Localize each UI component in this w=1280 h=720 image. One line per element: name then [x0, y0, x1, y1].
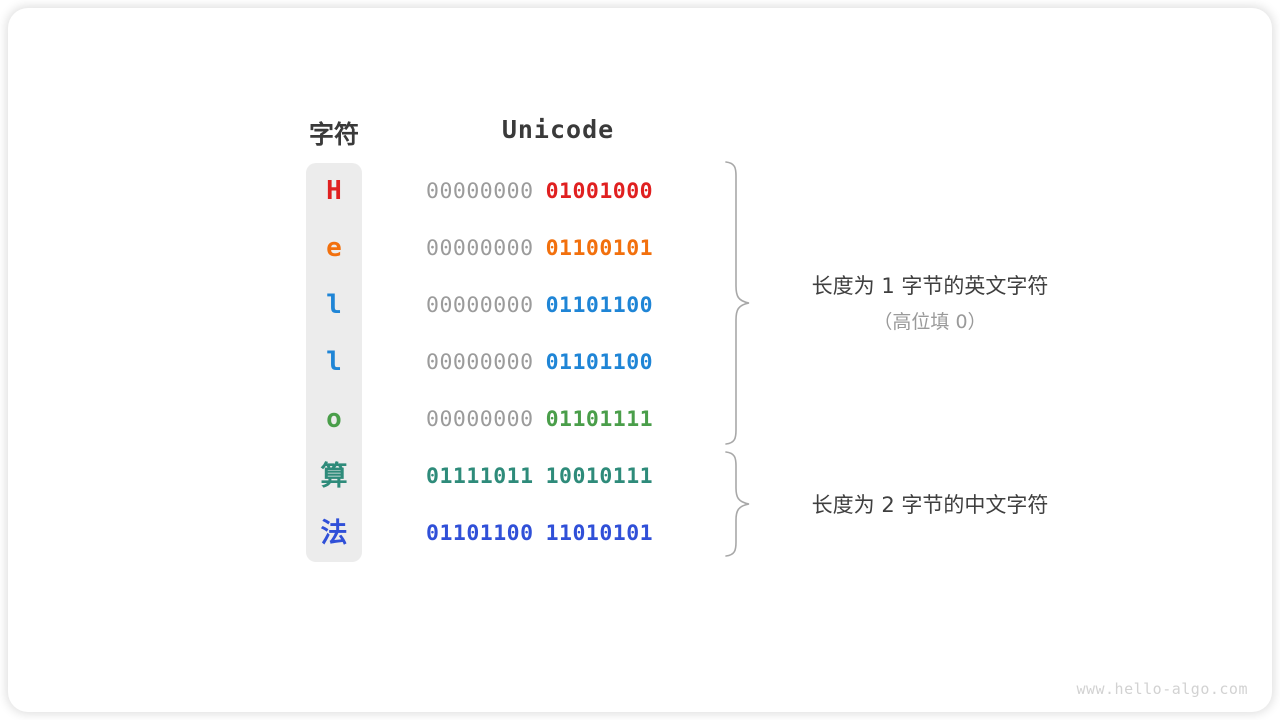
annotation-ascii-sub: （高位填 0） [873, 311, 987, 333]
high-byte-3: 00000000 [426, 350, 534, 375]
high-byte-0: 00000000 [426, 179, 534, 204]
character-cell-1: e [326, 233, 342, 263]
high-byte-2: 00000000 [426, 293, 534, 318]
column-header-character: 字符 [308, 121, 359, 149]
brace-ascii [725, 161, 750, 445]
character-cell-2: l [326, 290, 342, 320]
low-byte-5: 10010111 [545, 464, 654, 489]
high-byte-6: 01101100 [426, 521, 534, 546]
high-byte-4: 00000000 [426, 407, 534, 432]
binary-row-2: 00000000 01101100 [426, 277, 690, 334]
binary-row-4: 00000000 01101111 [426, 391, 690, 448]
character-cell-0: H [326, 176, 342, 206]
low-byte-6: 11010101 [545, 521, 654, 546]
low-byte-3: 01101100 [545, 350, 654, 375]
low-byte-0: 01001000 [545, 179, 654, 204]
high-byte-5: 01111011 [426, 464, 534, 489]
low-byte-1: 01100101 [545, 236, 654, 261]
character-cell-3: l [326, 347, 342, 377]
brace-cjk [725, 451, 750, 557]
character-column-panel [306, 163, 362, 562]
column-header-unicode: Unicode [501, 115, 615, 144]
low-byte-2: 01101100 [545, 293, 654, 318]
watermark: www.hello-algo.com [1076, 680, 1248, 698]
binary-row-0: 00000000 01001000 [426, 163, 690, 220]
low-byte-4: 01101111 [545, 407, 654, 432]
binary-row-3: 00000000 01101100 [426, 334, 690, 391]
character-cell-4: o [326, 404, 342, 434]
character-cell-6: 法 [320, 518, 348, 549]
binary-row-6: 01101100 11010101 [426, 505, 690, 562]
binary-row-1: 00000000 01100101 [426, 220, 690, 277]
binary-row-5: 01111011 10010111 [426, 448, 690, 505]
diagram-card [8, 8, 1272, 712]
character-cell-5: 算 [320, 461, 348, 492]
annotation-ascii-main: 长度为 1 字节的英文字符 [811, 274, 1049, 298]
high-byte-1: 00000000 [426, 236, 534, 261]
annotation-cjk-main: 长度为 2 字节的中文字符 [811, 493, 1049, 517]
